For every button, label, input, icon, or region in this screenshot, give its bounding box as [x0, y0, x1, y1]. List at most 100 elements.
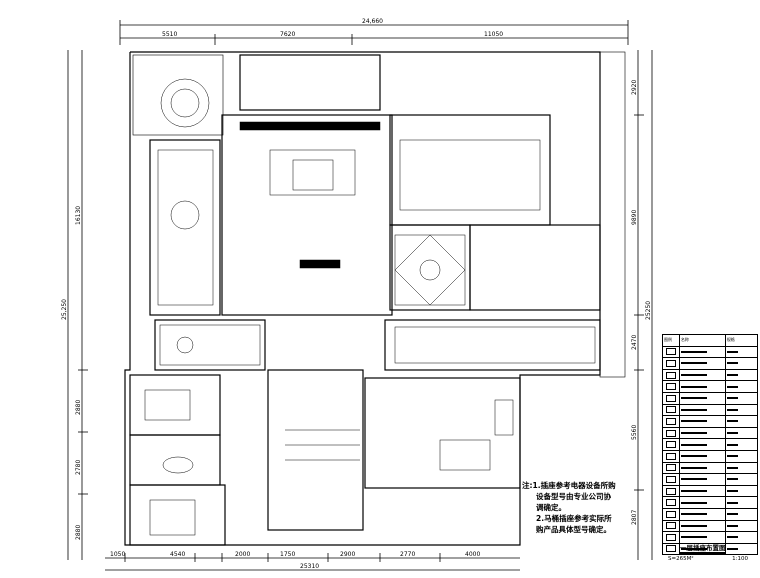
legend-row	[662, 519, 759, 533]
socket-symbol-icon	[662, 368, 680, 382]
legend-cell	[724, 507, 759, 521]
socket-symbol-icon	[662, 403, 680, 417]
legend-header-cell: 规格	[724, 334, 759, 347]
dim-top-total: 24,660	[362, 18, 383, 25]
note-line: 购产品具体型号确定。	[536, 525, 611, 534]
note-line: 调确定。	[536, 503, 566, 512]
top-dimensions: 24,660 5510 7620 11050	[119, 18, 629, 45]
dim: 4000	[465, 551, 480, 558]
dim: 1050	[110, 551, 125, 558]
dim: 7620	[280, 31, 295, 38]
legend-row	[662, 473, 759, 486]
legend-row	[662, 380, 759, 393]
note-line: 2.马桶插座参考实际所	[536, 514, 612, 523]
legend-header-cell: 名称	[678, 334, 726, 347]
furniture-and-patterns	[144, 78, 596, 536]
socket-symbol-icon	[662, 438, 680, 451]
dim: 9890	[631, 210, 638, 225]
dim: 2470	[631, 335, 638, 350]
dim: 2880	[75, 400, 82, 415]
legend-cell	[678, 438, 726, 451]
socket-symbol-icon	[662, 461, 680, 475]
dim: 1750	[280, 551, 295, 558]
legend-row	[662, 507, 759, 521]
bottom-dimensions: 1050 4540 2000 1750 2900 2770 4000 25310	[105, 551, 520, 571]
legend-cell	[724, 380, 759, 393]
socket-symbol-icon	[662, 519, 680, 533]
socket-symbol-icon	[662, 380, 680, 393]
legend-row	[662, 461, 759, 475]
legend-cell	[724, 496, 759, 509]
dim: 25310	[300, 563, 319, 570]
legend-cell	[678, 496, 726, 509]
legend-row	[662, 415, 759, 428]
legend-cell	[724, 531, 759, 544]
socket-symbol-icon	[662, 345, 680, 359]
legend-cell	[724, 438, 759, 451]
area: S=265M²	[668, 556, 694, 562]
legend-cell	[678, 357, 726, 370]
legend-row	[662, 391, 759, 405]
socket-symbol-icon	[662, 415, 680, 428]
legend-cell	[724, 449, 759, 463]
legend-cell	[678, 391, 726, 405]
legend-cell	[678, 426, 726, 440]
legend-cell	[724, 403, 759, 417]
legend-cell	[678, 507, 726, 521]
legend-cell	[678, 449, 726, 463]
dim: 16130	[75, 206, 82, 225]
socket-symbol-icon	[662, 391, 680, 405]
dim: 11050	[484, 31, 503, 38]
legend-cell	[724, 357, 759, 370]
legend-cell	[724, 415, 759, 428]
note-line: 注:1.插座参考电器设备所购	[522, 481, 616, 490]
legend-cell	[724, 542, 759, 556]
dim: 2920	[631, 80, 638, 95]
dim: 5560	[631, 425, 638, 440]
legend-header-cell: 图例	[662, 334, 680, 347]
drawing-info: S=265M² 1:100	[668, 556, 748, 562]
legend-cell	[724, 484, 759, 498]
dim: 2880	[75, 525, 82, 540]
legend-cell	[678, 484, 726, 498]
dim: 4540	[170, 551, 185, 558]
socket-symbol-icon	[662, 473, 680, 486]
legend-cell	[678, 403, 726, 417]
socket-symbol-icon	[662, 507, 680, 521]
dim: 2780	[75, 460, 82, 475]
legend-row	[662, 345, 759, 359]
legend-cell	[678, 473, 726, 486]
legend-row	[662, 531, 759, 544]
design-notes: 注:1.插座参考电器设备所购 设备型号由专业公司协 调确定。 2.马桶插座参考实…	[522, 480, 616, 535]
legend-row	[662, 438, 759, 451]
legend-row	[662, 368, 759, 382]
legend-cell	[724, 391, 759, 405]
note-line: 设备型号由专业公司协	[536, 492, 611, 501]
drawing-title: 一层插座布置图	[680, 544, 726, 554]
socket-symbol-icon	[662, 449, 680, 463]
socket-symbol-icon	[662, 542, 680, 556]
legend-table: 图例 名称 规格	[662, 334, 759, 556]
legend-row	[662, 496, 759, 509]
left-dimensions: 25,250 16130 2880 2780 2880	[61, 50, 88, 560]
legend-cell	[678, 519, 726, 533]
legend-cell	[724, 519, 759, 533]
legend-cell	[678, 461, 726, 475]
dim: 5510	[162, 31, 177, 38]
dim: 2900	[340, 551, 355, 558]
scale: 1:100	[732, 556, 748, 562]
dim: 2000	[235, 551, 250, 558]
legend-row	[662, 449, 759, 463]
legend-row	[662, 484, 759, 498]
legend-cell	[678, 345, 726, 359]
socket-symbol-icon	[662, 496, 680, 509]
legend-cell	[678, 380, 726, 393]
legend-row	[662, 357, 759, 370]
legend-cell	[724, 345, 759, 359]
legend-row	[662, 426, 759, 440]
socket-symbol-icon	[662, 531, 680, 544]
dim: 2807	[631, 510, 638, 525]
socket-symbol-icon	[662, 357, 680, 370]
legend-cell	[678, 368, 726, 382]
